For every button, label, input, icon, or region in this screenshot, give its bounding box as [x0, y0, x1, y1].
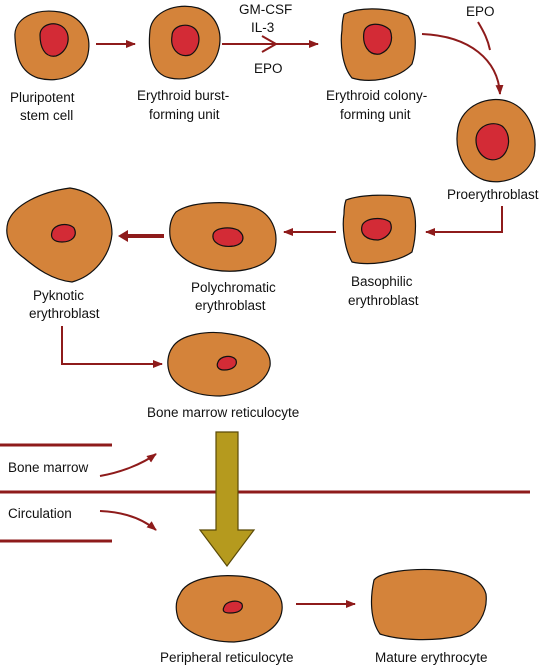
label-polychromatic-erythroblast: Polychromatic erythroblast [191, 280, 280, 313]
label-peripheral-reticulocyte: Peripheral reticulocyte [160, 650, 294, 665]
label-circulation: Circulation [8, 506, 72, 521]
pluripotent-stem-cell [14, 10, 90, 81]
polychromatic-erythroblast-cell [169, 202, 277, 272]
label-bone-marrow-reticulocyte: Bone marrow reticulocyte [147, 405, 299, 420]
arrow-proerythroblast-to-basophilic [425, 206, 503, 236]
arrow-polychromatic-to-pyknotic [118, 230, 164, 242]
factor-gm-csf: GM-CSF [239, 2, 292, 17]
bfu-e-cell [148, 5, 221, 80]
arrow-cfu-to-proerythroblast [421, 33, 504, 95]
label-basophilic-erythroblast: Basophilic erythroblast [348, 274, 419, 308]
label-bfu-e: Erythroid burst- forming unit [137, 88, 233, 122]
proerythroblast-cell [456, 98, 536, 183]
factor-il-3: IL-3 [251, 20, 274, 35]
label-cfu-e: Erythroid colony- forming unit [326, 88, 431, 122]
label-mature-erythrocyte: Mature erythrocyte [375, 650, 488, 665]
arrow-pyknotic-to-bone-marrow-reticulocyte [61, 326, 163, 368]
label-bone-marrow: Bone marrow [8, 460, 89, 475]
label-proerythroblast: Proerythroblast [447, 187, 539, 202]
arrow-bone-marrow-label [99, 453, 157, 477]
label-pyknotic-erythroblast: Pyknotic erythroblast [29, 288, 100, 321]
pyknotic-erythroblast-cell [6, 187, 113, 283]
bone-marrow-reticulocyte-cell [167, 331, 271, 397]
mature-erythrocyte-cell [370, 568, 487, 641]
factor-epo-cfu: EPO [466, 4, 495, 19]
arrow-epo-to-cfu-curve [477, 21, 491, 51]
arrow-circulation-label [99, 510, 157, 531]
cfu-e-cell [340, 8, 416, 81]
factor-epo-bfu: EPO [254, 61, 283, 76]
label-pluripotent-stem-cell: Pluripotent stem cell [10, 90, 78, 123]
peripheral-reticulocyte-cell [175, 575, 283, 643]
basophilic-erythroblast-cell [342, 194, 417, 265]
bone-marrow-to-circulation-big-arrow [198, 431, 256, 567]
arrow-bfu-to-cfu [222, 35, 319, 53]
